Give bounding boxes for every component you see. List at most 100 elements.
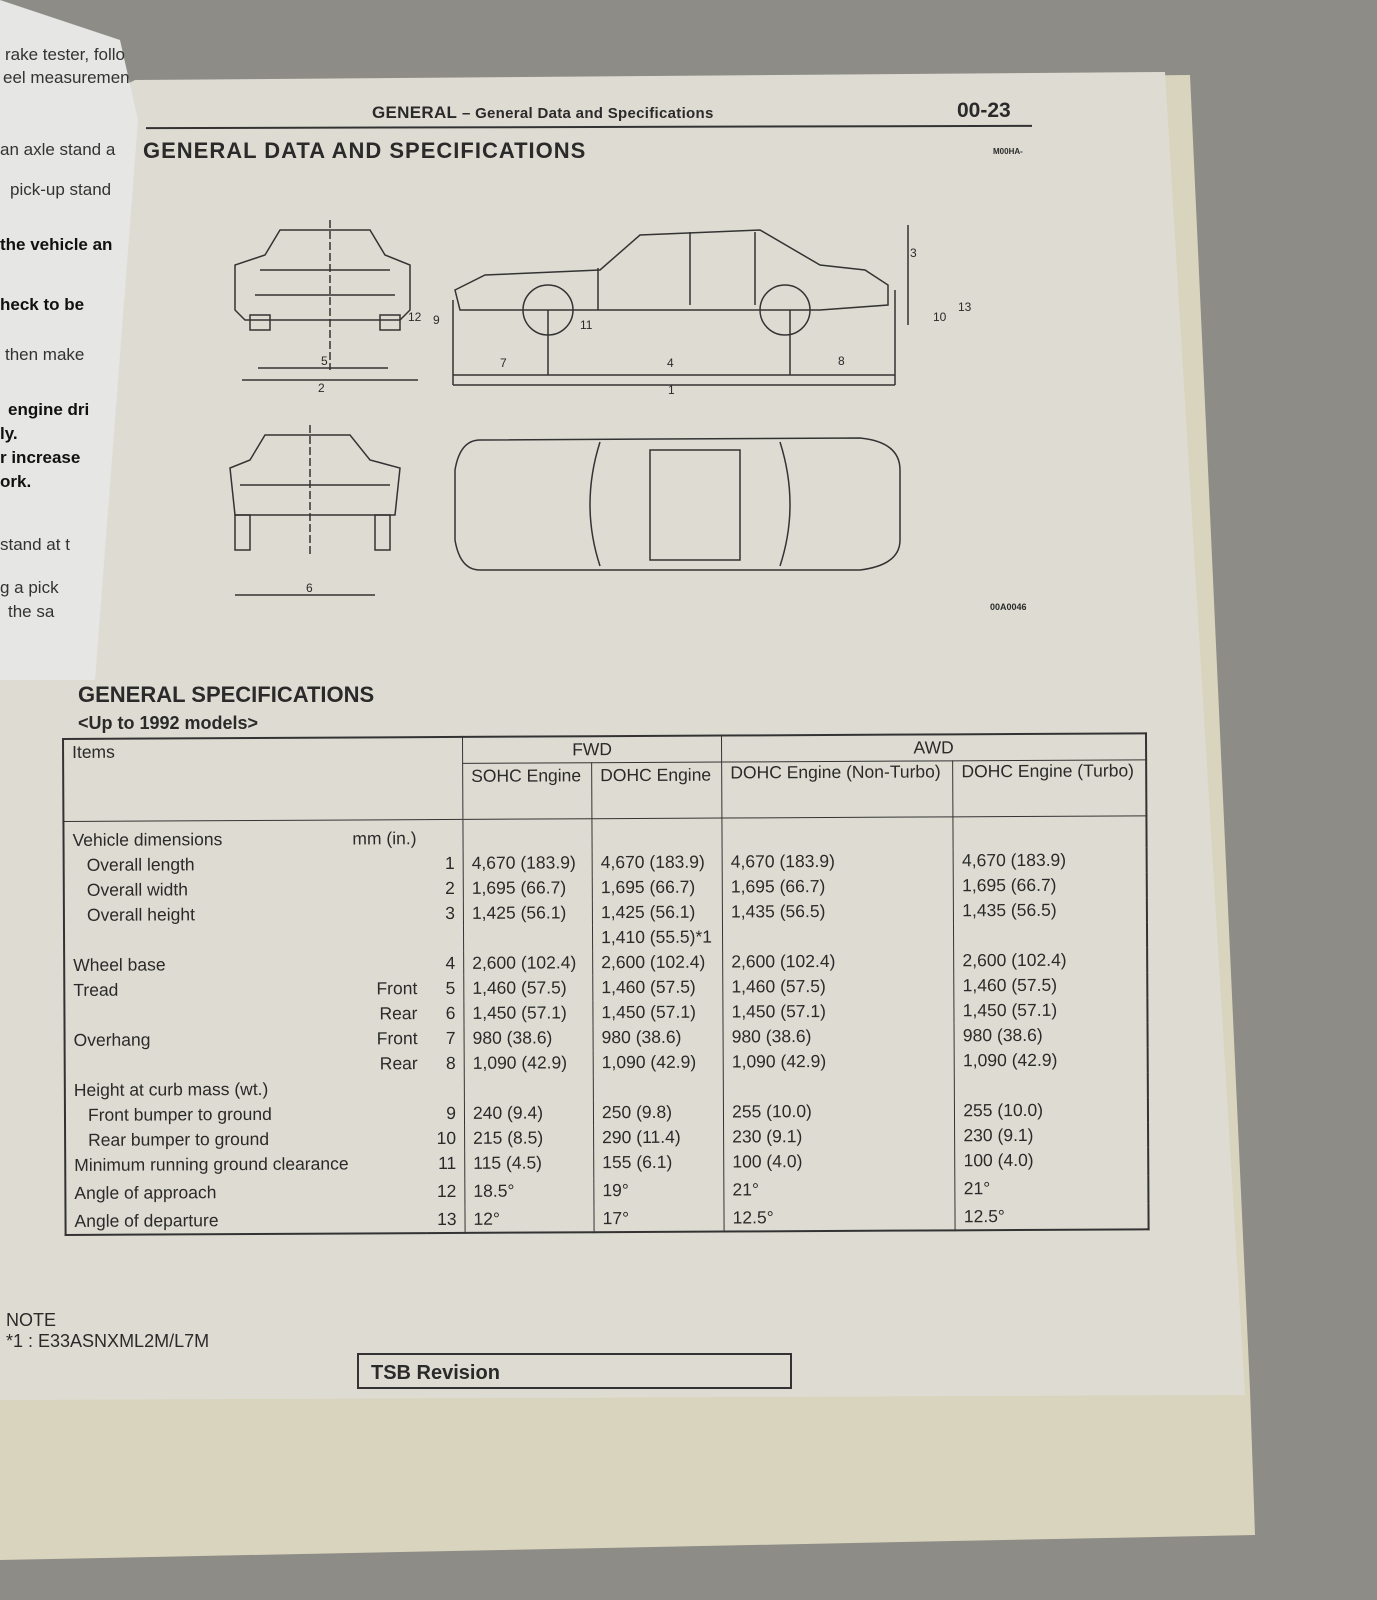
spec-value: 1,460 (57.5) bbox=[954, 972, 1148, 999]
item-number: 5 bbox=[425, 975, 464, 1002]
item-label: Angle of departure bbox=[74, 1210, 219, 1231]
item-number: 12 bbox=[426, 1178, 465, 1208]
spec-value: 250 (9.8) bbox=[593, 1099, 724, 1126]
spec-value: 1,090 (42.9) bbox=[464, 1050, 594, 1076]
item-number: 3 bbox=[424, 900, 464, 927]
spec-value: 4,670 (183.9) bbox=[722, 848, 954, 875]
item-number: 11 bbox=[426, 1150, 465, 1180]
item-number: 4 bbox=[425, 950, 464, 977]
spec-value: 19° bbox=[593, 1177, 725, 1207]
spec-value: 2,600 (102.4) bbox=[722, 948, 955, 975]
item-label: Wheel base bbox=[73, 954, 166, 975]
dimension-label: 9 bbox=[433, 313, 440, 327]
item-label: Minimum running ground clearance bbox=[74, 1153, 349, 1175]
specs-subheading: <Up to 1992 models> bbox=[78, 713, 259, 733]
spec-value: 4,670 (183.9) bbox=[953, 847, 1147, 874]
left-page-fragment: ly. bbox=[0, 424, 18, 443]
dimension-label: 13 bbox=[958, 300, 972, 314]
dimension-label: 8 bbox=[838, 354, 845, 368]
item-sub: Rear bbox=[379, 1053, 418, 1074]
spec-value: 2,600 (102.4) bbox=[953, 947, 1148, 974]
left-page-fragment: an axle stand a bbox=[0, 140, 116, 159]
title-code: M00HA- bbox=[993, 147, 1023, 156]
spec-value: 1,460 (57.5) bbox=[463, 975, 593, 1001]
spec-value: 21° bbox=[955, 1175, 1149, 1205]
item-label: Overall width bbox=[86, 879, 189, 900]
item-label: Front bumper to ground bbox=[87, 1103, 272, 1125]
spec-value: 100 (4.0) bbox=[723, 1148, 956, 1178]
spec-value: 18.5° bbox=[464, 1178, 595, 1207]
item-label: Tread bbox=[73, 979, 119, 1000]
note: NOTE*1 : E33ASNXML2M/L7M bbox=[6, 1310, 209, 1352]
spec-value: 100 (4.0) bbox=[954, 1147, 1149, 1177]
spec-value: 255 (10.0) bbox=[954, 1097, 1149, 1124]
spec-value bbox=[953, 922, 1148, 949]
spec-value bbox=[954, 1072, 1148, 1099]
spec-value: 1,090 (42.9) bbox=[723, 1048, 955, 1075]
item-number: 10 bbox=[426, 1125, 465, 1152]
item-number: 9 bbox=[425, 1100, 465, 1127]
dimension-label: 12 bbox=[408, 310, 422, 324]
item-number: 7 bbox=[425, 1025, 465, 1052]
spec-value: 980 (38.6) bbox=[464, 1025, 594, 1051]
spec-value: 980 (38.6) bbox=[593, 1024, 724, 1051]
spec-value: 1,090 (42.9) bbox=[593, 1049, 724, 1076]
spec-value bbox=[723, 1073, 955, 1100]
spec-value: 12.5° bbox=[724, 1204, 956, 1232]
top-view bbox=[454, 437, 901, 571]
item-sub: Front bbox=[376, 1028, 418, 1049]
group-awd: AWD bbox=[721, 733, 1147, 763]
spec-value: 1,425 (56.1) bbox=[463, 900, 593, 926]
front-view bbox=[234, 220, 418, 381]
item-label: Height at curb mass (wt.) bbox=[73, 1078, 269, 1100]
spec-value: 1,450 (57.1) bbox=[463, 1000, 594, 1026]
dimension-label: 10 bbox=[933, 310, 947, 324]
spec-value: 1,695 (66.7) bbox=[592, 874, 723, 901]
header-section: GENERAL bbox=[372, 103, 457, 122]
spec-value: 1,695 (66.7) bbox=[463, 875, 593, 901]
dimension-label: 2 bbox=[318, 381, 325, 395]
column-header: SOHC Engine bbox=[462, 762, 592, 820]
spec-value: 155 (6.1) bbox=[593, 1149, 724, 1179]
spec-value: 2,600 (102.4) bbox=[592, 949, 723, 976]
spec-value: 1,425 (56.1) bbox=[592, 899, 723, 926]
left-page-fragment: the vehicle an bbox=[0, 235, 113, 254]
left-page-fragment: then make bbox=[5, 345, 85, 364]
spec-value: 215 (8.5) bbox=[464, 1125, 594, 1151]
left-page-fragment: rake tester, follo bbox=[5, 45, 126, 64]
spec-value: 230 (9.1) bbox=[723, 1123, 955, 1150]
page-number: 00-23 bbox=[957, 99, 1011, 122]
spec-value: 21° bbox=[723, 1176, 956, 1206]
unit-label: Vehicle dimensions bbox=[72, 829, 223, 850]
column-header: DOHC Engine (Turbo) bbox=[952, 759, 1147, 817]
item-label: Overall length bbox=[86, 854, 195, 875]
spec-value: 4,670 (183.9) bbox=[463, 850, 593, 876]
left-page-fragment: eel measuremen bbox=[3, 68, 130, 87]
dimension-label: 6 bbox=[306, 581, 313, 595]
spec-value: 1,695 (66.7) bbox=[722, 873, 954, 900]
spec-value: 980 (38.6) bbox=[723, 1023, 955, 1050]
left-page-fragment: the sa bbox=[8, 602, 55, 621]
spec-value: 240 (9.4) bbox=[464, 1100, 594, 1126]
item-number: 6 bbox=[425, 1000, 465, 1027]
spec-value: 1,460 (57.5) bbox=[592, 974, 723, 1001]
group-fwd: FWD bbox=[462, 735, 722, 764]
item-number: 8 bbox=[425, 1050, 465, 1077]
specs-heading: GENERAL SPECIFICATIONS bbox=[78, 682, 375, 707]
spec-value: 2,600 (102.4) bbox=[463, 950, 593, 976]
left-page-fragment: stand at t bbox=[0, 535, 70, 554]
spec-value bbox=[463, 925, 593, 951]
dimension-label: 7 bbox=[500, 356, 507, 370]
item-number: 13 bbox=[426, 1206, 466, 1234]
dimension-label: 11 bbox=[580, 318, 593, 332]
note-heading: NOTE bbox=[6, 1310, 57, 1330]
spec-value: 1,435 (56.5) bbox=[722, 898, 954, 925]
spec-value: 1,090 (42.9) bbox=[954, 1047, 1148, 1074]
spec-value: 980 (38.6) bbox=[954, 1022, 1148, 1049]
vehicle-dimension-diagram bbox=[229, 220, 909, 596]
spec-value: 1,460 (57.5) bbox=[722, 973, 955, 1000]
rear-view bbox=[229, 425, 401, 596]
item-label: Rear bumper to ground bbox=[88, 1128, 270, 1150]
spec-value bbox=[722, 923, 954, 950]
